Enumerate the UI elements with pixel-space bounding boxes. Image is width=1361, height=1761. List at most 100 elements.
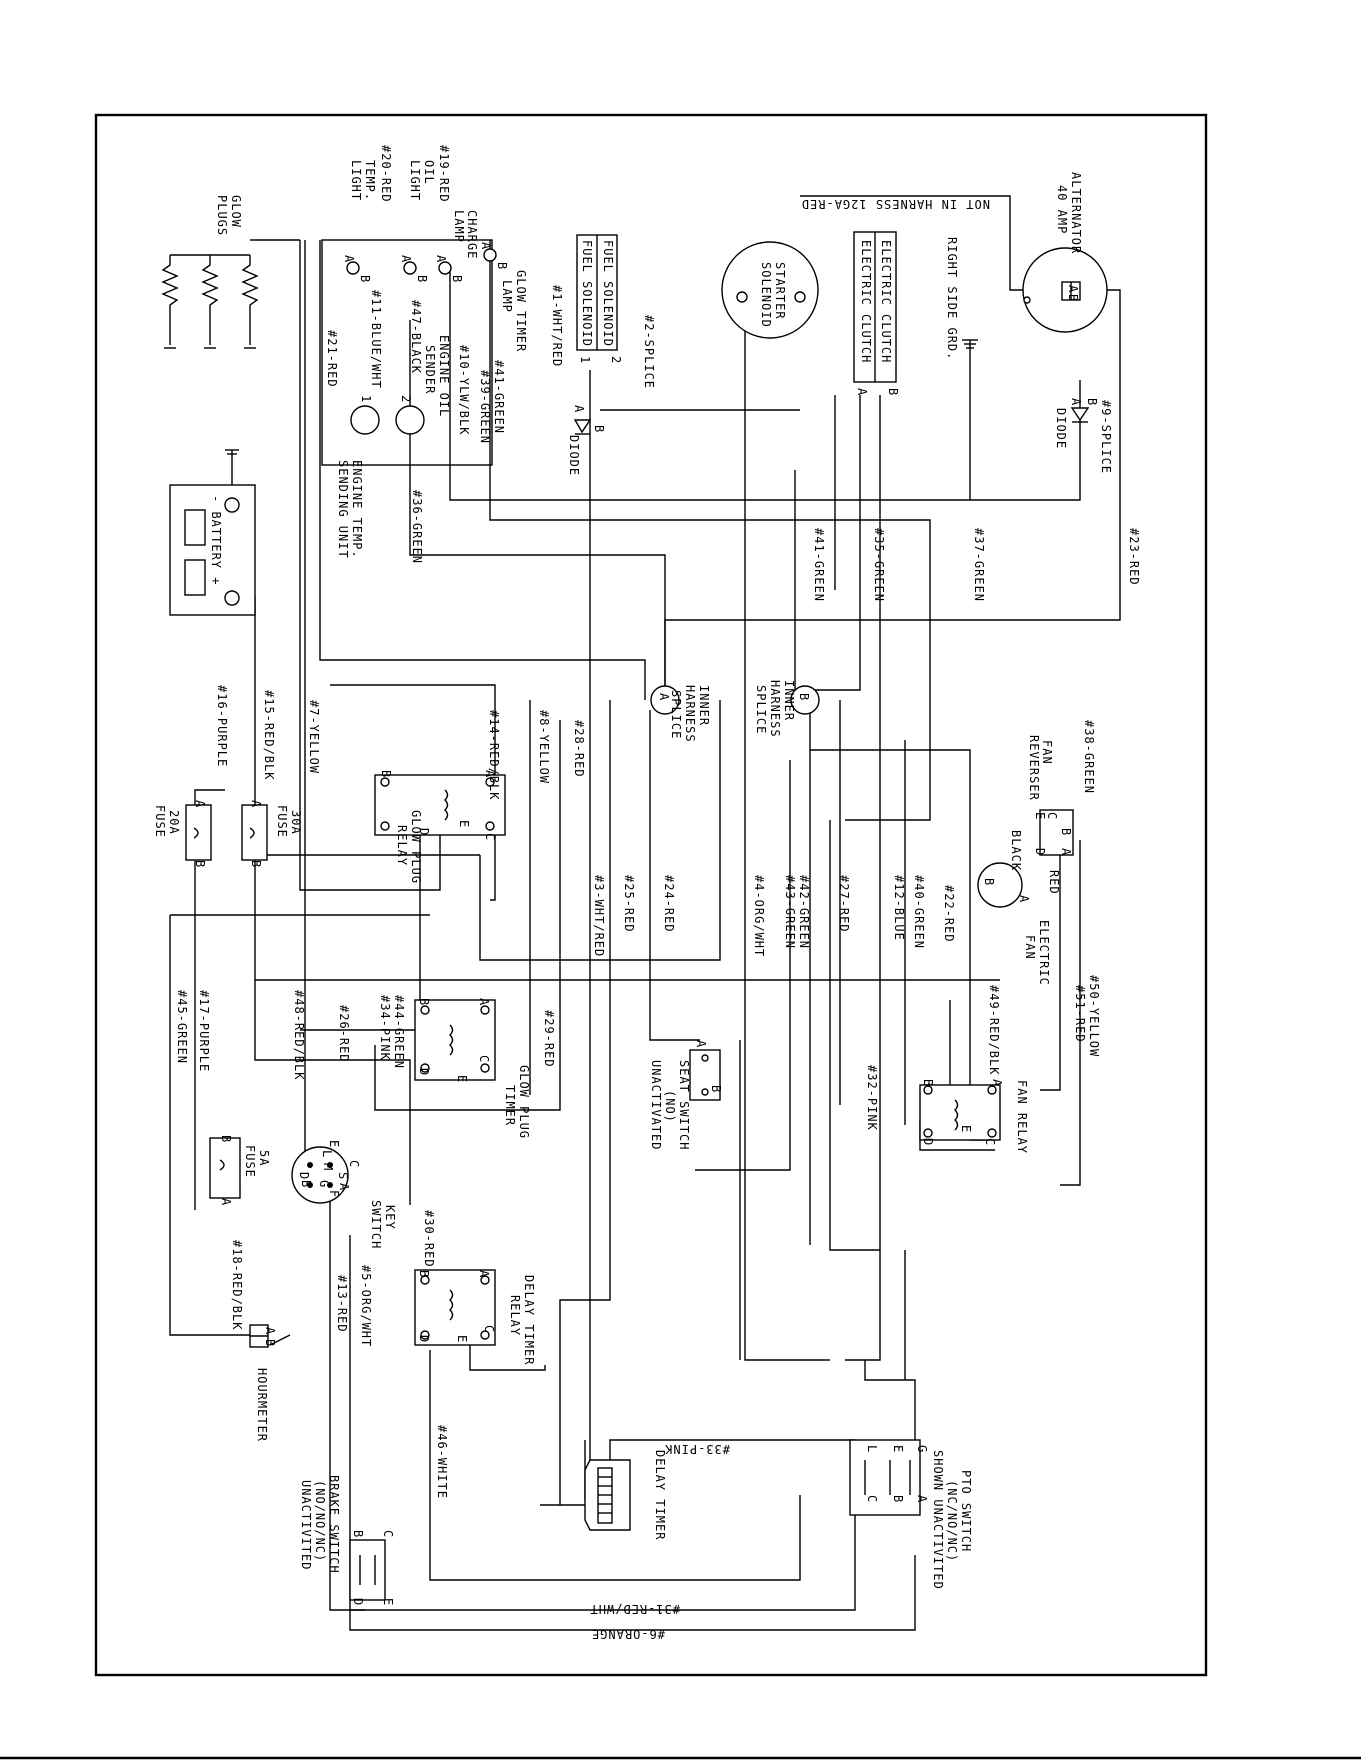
label-key: KEY	[383, 1205, 397, 1230]
label-w38: #38-GREEN	[1082, 720, 1096, 794]
label-sender: SENDER	[423, 345, 437, 394]
pin-a-hour: A	[263, 1327, 277, 1335]
label-30a-fuse: FUSE	[275, 805, 289, 838]
label-fan: FAN	[1040, 740, 1054, 765]
label-brake-no: (NO/NO/NC)	[313, 1480, 327, 1562]
glow-plug-timer	[414, 999, 496, 1081]
pin-c-key: C	[347, 1160, 361, 1168]
pin-b-fuse20: B	[193, 860, 207, 868]
label-w46: #46-WHITE	[435, 1425, 449, 1499]
label-pin-1a: 1	[359, 395, 373, 403]
lamp-cluster	[321, 239, 497, 466]
pin-b-splice: B	[797, 693, 811, 701]
pin-a-fan: A	[1017, 895, 1031, 903]
pin-b-hour: B	[263, 1339, 277, 1347]
pin-b-lamp4: B	[495, 262, 509, 270]
label-w36: #36-GREEN	[410, 490, 424, 564]
label-w13: #13-RED	[335, 1275, 349, 1333]
label-pto: PTO SWITCH	[959, 1470, 973, 1552]
pto-switch	[849, 1439, 921, 1516]
pin-d-brake: D	[351, 1598, 365, 1606]
label-electric: ELECTRIC	[1037, 920, 1051, 986]
battery	[169, 449, 256, 616]
fan-reverser	[1039, 809, 1074, 856]
label-charge: CHARGE	[465, 210, 479, 259]
label-hourmeter: HOURMETER	[255, 1368, 269, 1442]
label-electric-fan: FAN	[1023, 935, 1037, 960]
pin-a-lamp3: A	[434, 255, 448, 263]
pin-c-fan-relay: C	[983, 1138, 997, 1146]
glow-plugs	[161, 239, 300, 349]
seat-switch	[689, 1049, 721, 1101]
label-w7: #7-YELLOW	[307, 700, 321, 774]
label-w12: #12-BLUE	[892, 875, 906, 941]
label-unactivated: UNACTIVATED	[649, 1060, 663, 1150]
pin-c-timer: C	[477, 1055, 491, 1063]
label-w9: #9-SPLICE	[1099, 400, 1113, 474]
label-lamp: LAMP	[452, 210, 466, 243]
alternator	[1022, 247, 1108, 333]
pin-a-fuse20: A	[193, 800, 207, 808]
hourmeter	[249, 1324, 269, 1348]
label-w51: #51-RED	[1073, 985, 1087, 1043]
label-w18: #18-RED/BLK	[230, 1240, 244, 1330]
pin-c-pto: C	[865, 1495, 879, 1503]
label-5a-fuse: FUSE	[243, 1145, 257, 1178]
label-fan-relay: FAN RELAY	[1015, 1080, 1029, 1154]
label-w17: #17-PURPLE	[197, 990, 211, 1072]
pin-a-clutch: A	[855, 388, 869, 396]
pin-a-timer: A	[477, 998, 491, 1006]
label-pto-nc: (NC/NO/NC)	[945, 1480, 959, 1562]
label-w30: #30-RED	[422, 1210, 436, 1268]
pin-1-fuel: 1	[578, 356, 592, 364]
pin-e-pto: E	[891, 1445, 905, 1453]
pin-e-glow-relay: E	[457, 820, 471, 828]
label-30a: 30A	[289, 810, 303, 835]
pin-l-pto: L	[865, 1445, 879, 1453]
label-w25: #25-RED	[622, 875, 636, 933]
electric-clutch	[853, 231, 897, 383]
pin-a-seat: A	[694, 1040, 708, 1048]
pin-b-lamp3: B	[450, 275, 464, 283]
label-w37: #37-GREEN	[972, 528, 986, 602]
pin-b-seat: B	[709, 1085, 723, 1093]
label-delay-relay: RELAY	[508, 1295, 522, 1336]
pin-b-timer: B	[417, 998, 431, 1006]
label-key-switch: SWITCH	[369, 1200, 383, 1249]
label-w31: #31-RED/WHT	[590, 1602, 680, 1616]
starter-solenoid	[721, 241, 819, 339]
label-oil: OIL	[422, 160, 436, 185]
label-engine-oil: ENGINE OIL	[437, 335, 451, 417]
label-glow-plug-timer: GLOW PLUG	[517, 1065, 531, 1139]
diode-right	[1070, 407, 1090, 423]
pin-e-brake: E	[381, 1598, 395, 1606]
label-starter: STARTER	[773, 262, 787, 320]
engine-senders	[350, 405, 425, 435]
label-engine-temp: ENGINE TEMP.	[350, 460, 364, 559]
pin-c-brake: C	[381, 1530, 395, 1538]
pin-b-lamp1: B	[358, 275, 372, 283]
label-brake: BRAKE SWITCH	[327, 1475, 341, 1574]
label-diode-right: DIODE	[1054, 408, 1068, 449]
label-w15: #15-RED/BLK	[262, 690, 276, 780]
label-delay-timer-conn: DELAY TIMER	[653, 1450, 667, 1540]
label-seat-switch: SEAT SWITCH	[677, 1060, 691, 1150]
label-w22: #22-RED	[942, 885, 956, 943]
diagram-frame	[94, 113, 1208, 1677]
label-w4: #4-ORG/WHT	[752, 875, 766, 957]
glow-plug-relay	[374, 774, 506, 836]
pin-b-clutch: B	[886, 388, 900, 396]
label-inner-a-1: INNER	[697, 685, 711, 726]
pin-a-glow-relay: A	[483, 770, 497, 778]
label-w47: #47-BLACK	[409, 300, 423, 374]
pin-b-fan-relay: B	[921, 1079, 935, 1087]
pin-l-key: L	[320, 1150, 334, 1158]
pin-d-glow-relay: D	[417, 828, 431, 836]
pin-a-fuse5: A	[219, 1198, 233, 1206]
label-w44: #44-GREEN	[392, 995, 406, 1069]
label-inner-b-2: HARNESS	[768, 680, 782, 738]
pin-a-alt: A	[1066, 285, 1080, 293]
label-battery: - BATTERY +	[209, 495, 223, 585]
label-w35: #35-GREEN	[872, 528, 886, 602]
